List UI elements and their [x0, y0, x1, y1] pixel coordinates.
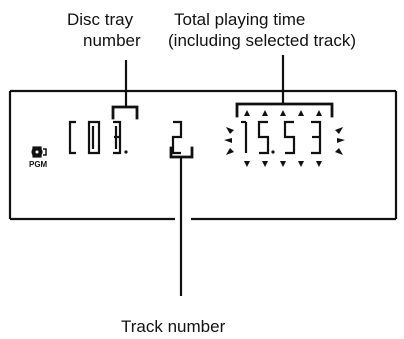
disc-tray-digit-3 [113, 120, 128, 155]
track-number-digit [171, 120, 183, 155]
total-time-bracket [235, 102, 334, 118]
blink-arrows [224, 110, 345, 167]
disc-tray-label-line1: Disc tray [67, 10, 134, 29]
disc-tray-digit-0 [87, 120, 101, 155]
total-time-digits [241, 120, 322, 155]
disc-tray-label-line2: number [83, 31, 141, 50]
disc-icon [31, 146, 47, 158]
pgm-indicator: PGM [29, 160, 48, 169]
disc-indicator-c [68, 120, 76, 155]
track-number-label: Track number [121, 317, 226, 336]
total-time-label-line2: (including selected track) [168, 31, 356, 50]
total-time-label-line1: Total playing time [174, 10, 305, 29]
display-panel [8, 89, 398, 221]
disc-tray-bracket [111, 105, 139, 120]
